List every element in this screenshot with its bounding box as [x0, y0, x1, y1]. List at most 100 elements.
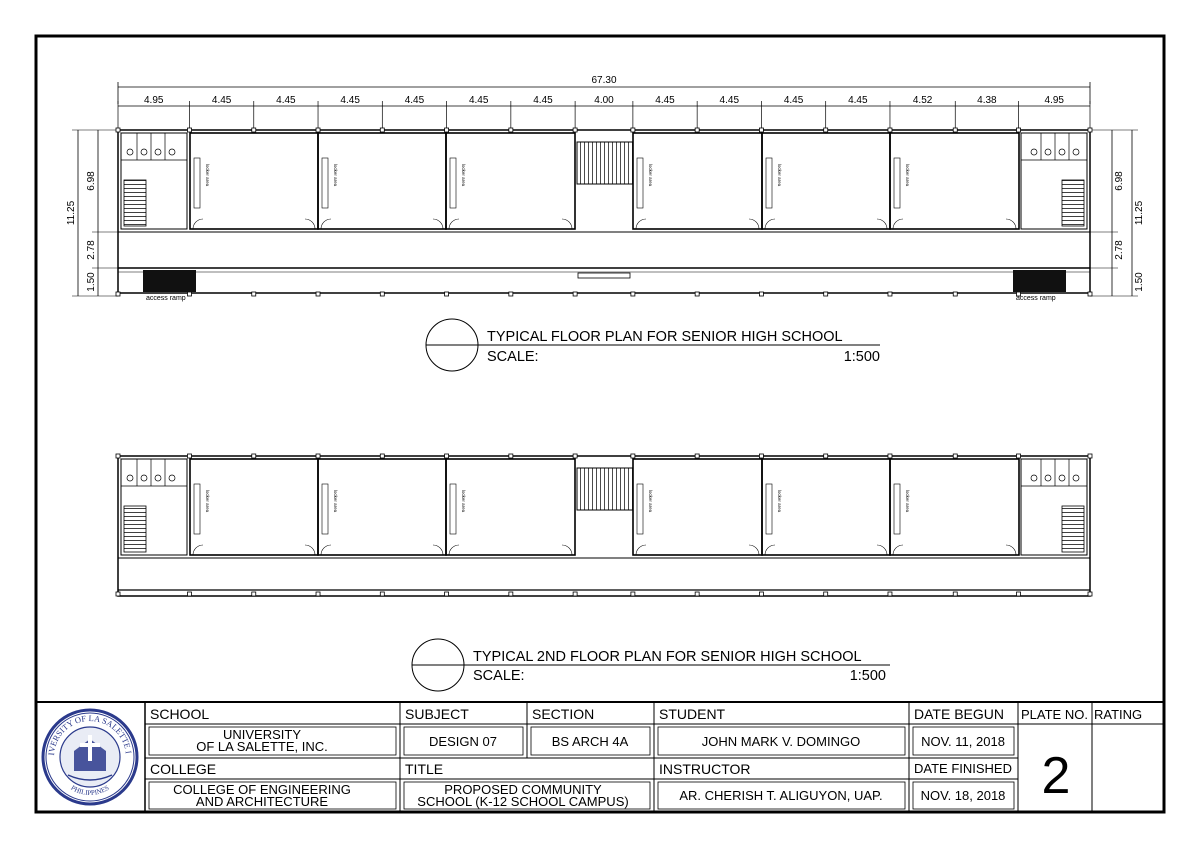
right-stair-icon — [1061, 179, 1085, 227]
rating-label: RATING — [1094, 707, 1142, 722]
classroom — [889, 132, 1020, 230]
left-dim-a: 6.98 — [86, 171, 97, 191]
column — [379, 127, 385, 133]
locker-strip — [893, 157, 901, 209]
column — [115, 127, 121, 133]
university-seal-logo: UNIVERSITY OF LA SALETTE INC. PHILIPPINE… — [41, 708, 139, 806]
left-service-block — [120, 132, 188, 230]
building-outline — [117, 129, 1091, 294]
column — [444, 453, 449, 459]
title-label: TITLE — [405, 761, 443, 777]
plan1-title-symbol — [425, 318, 880, 372]
section-label: SECTION — [532, 706, 594, 722]
door-swing — [304, 544, 316, 556]
column — [694, 453, 700, 459]
column — [187, 127, 192, 133]
plan1-title: TYPICAL FLOOR PLAN FOR SENIOR HIGH SCHOO… — [487, 329, 843, 345]
bay-dim-text: 4.95 — [144, 95, 164, 106]
locker-area-label: locker area — [648, 164, 653, 187]
column — [1087, 453, 1093, 459]
classroom — [445, 132, 576, 230]
instructor-label: INSTRUCTOR — [659, 761, 751, 777]
building-outline-2 — [117, 455, 1091, 597]
column — [952, 591, 958, 597]
locker-strip — [193, 157, 201, 209]
column — [115, 591, 121, 597]
door-swing — [635, 218, 647, 230]
center-stair-icon-2 — [576, 467, 634, 511]
locker-area-label: locker area — [333, 164, 338, 187]
right-access-ramp — [1013, 270, 1066, 292]
left-stair-icon-2 — [123, 505, 147, 553]
date-finished-label: DATE FINISHED — [914, 761, 1012, 776]
subject-label: SUBJECT — [405, 706, 469, 722]
door-swing — [1005, 544, 1017, 556]
door-swing — [432, 544, 444, 556]
right-stair-icon-2 — [1061, 505, 1085, 553]
left-dimensions: 11.25 6.98 2.78 1.50 — [66, 129, 118, 297]
plan2-scale-label: SCALE: — [473, 668, 525, 684]
subject-value: DESIGN 07 — [429, 734, 497, 749]
bay-dim-text: 4.38 — [977, 95, 997, 106]
column — [823, 453, 829, 459]
column — [630, 127, 636, 133]
locker-area-label: locker area — [905, 164, 910, 187]
bay-dim-text: 4.45 — [276, 95, 296, 106]
locker-area-label: locker area — [461, 164, 466, 187]
column — [1087, 591, 1093, 597]
column — [508, 291, 514, 297]
bay-dim-text: 4.95 — [1045, 95, 1065, 106]
overall-dim-text: 67.30 — [591, 75, 616, 86]
column — [315, 127, 321, 133]
plan2-title: TYPICAL 2ND FLOOR PLAN FOR SENIOR HIGH S… — [473, 649, 862, 665]
locker-area-label: locker area — [777, 490, 782, 513]
locker-strip — [765, 157, 773, 209]
bay-dim-text: 4.45 — [784, 95, 804, 106]
column — [251, 127, 257, 133]
door-swing — [892, 218, 904, 230]
left-ramp-label: access ramp — [146, 295, 186, 302]
column — [630, 453, 636, 459]
right-toilet-icon — [1030, 133, 1080, 160]
column — [1016, 591, 1021, 597]
column — [251, 453, 257, 459]
door-swing — [876, 218, 888, 230]
door-swing — [192, 544, 204, 556]
column — [887, 291, 893, 297]
title-value-2: SCHOOL (K-12 SCHOOL CAMPUS) — [417, 794, 628, 809]
column — [187, 591, 192, 597]
title-value-1: PROPOSED COMMUNITY — [444, 782, 602, 797]
locker-strip — [321, 157, 329, 209]
center-stair-icon — [576, 141, 634, 185]
locker-strip — [636, 483, 644, 535]
left-service-block-2 — [120, 458, 188, 556]
door-swing — [320, 544, 332, 556]
column — [572, 453, 578, 459]
left-toilet-icon — [126, 133, 176, 160]
plan2-title-symbol — [411, 638, 890, 692]
locker-area-label: locker area — [333, 490, 338, 513]
date-finished-value: NOV. 18, 2018 — [921, 788, 1006, 803]
bay-dim-text: 4.00 — [594, 95, 614, 106]
plate-no-label: PLATE NO. — [1021, 707, 1088, 722]
college-value-1: COLLEGE OF ENGINEERING — [173, 782, 351, 797]
plan1-structure: locker area locker area locker area locker … — [115, 127, 1093, 297]
column — [759, 591, 764, 597]
column — [887, 127, 893, 133]
locker-area-label: locker area — [205, 490, 210, 513]
plate-no-value: 2 — [1042, 747, 1071, 805]
school-label: SCHOOL — [150, 706, 209, 722]
door-swing — [892, 544, 904, 556]
door-swing — [448, 544, 460, 556]
column — [694, 591, 700, 597]
column — [379, 291, 385, 297]
column — [315, 591, 321, 597]
column — [315, 453, 321, 459]
left-stair-icon — [123, 179, 147, 227]
right-dim-total: 11.25 — [1134, 200, 1145, 225]
bay-dim-text: 4.45 — [720, 95, 740, 106]
column — [508, 127, 514, 133]
door-swing — [764, 218, 776, 230]
locker-strip — [636, 157, 644, 209]
